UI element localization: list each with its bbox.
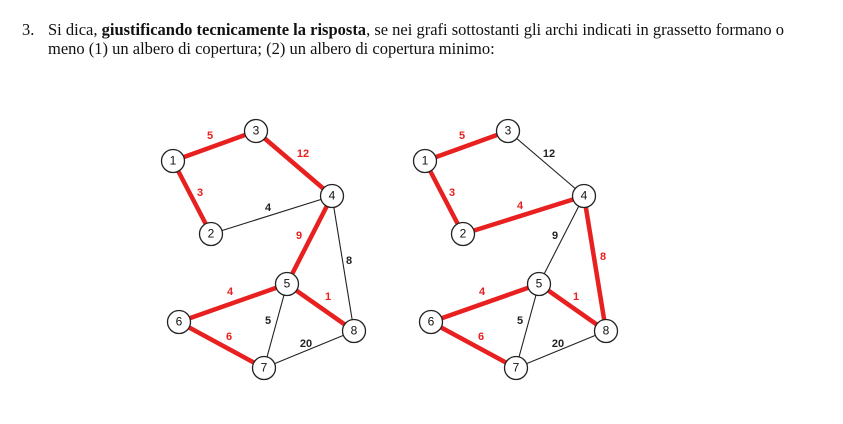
- node-7: 7: [251, 355, 277, 381]
- node-6: 6: [418, 309, 444, 335]
- edge-5-6-bold: [428, 281, 542, 325]
- edge-weight-1-2: 3: [197, 187, 203, 199]
- node-6: 6: [166, 309, 192, 335]
- edge-weight-7-8: 20: [552, 338, 564, 350]
- edge-1-3-bold: [422, 128, 511, 164]
- edge-6-7-bold: [176, 319, 267, 371]
- edge-weight-4-5: 9: [552, 230, 558, 242]
- node-label-6: 6: [428, 315, 435, 329]
- edge-weight-5-8: 1: [325, 291, 331, 303]
- node-1: 1: [412, 148, 438, 174]
- node-1: 1: [160, 148, 186, 174]
- edge-weight-3-4: 12: [297, 148, 309, 160]
- edge-weight-1-3: 5: [207, 130, 213, 142]
- edge-3-4: [507, 130, 585, 197]
- node-label-8: 8: [603, 324, 610, 338]
- question-number: 3.: [22, 20, 35, 39]
- edge-5-8-bold: [284, 281, 357, 334]
- edge-7-8: [263, 330, 355, 369]
- edge-7-8: [515, 330, 607, 369]
- edge-4-5: [538, 195, 585, 285]
- node-label-1: 1: [422, 154, 429, 168]
- node-7: 7: [503, 355, 529, 381]
- edge-2-4-bold: [460, 193, 587, 237]
- edge-5-8-bold: [536, 281, 609, 334]
- edge-weight-2-4: 4: [265, 202, 272, 214]
- node-label-3: 3: [253, 124, 260, 138]
- question-text-bold: giustificando tecnicamente la risposta: [101, 20, 367, 39]
- edge-weight-6-7: 6: [226, 331, 232, 343]
- node-5: 5: [274, 271, 300, 297]
- edge-1-2-bold: [422, 158, 466, 237]
- edge-weight-1-2: 3: [449, 187, 455, 199]
- node-3: 3: [495, 118, 521, 144]
- edge-1-2-bold: [170, 158, 214, 237]
- edge-weight-1-3: 5: [459, 130, 465, 142]
- question-text-part2: , se nei grafi sottostanti gli archi ind…: [48, 20, 784, 58]
- node-3: 3: [243, 118, 269, 144]
- question-text: Si dica, giustificando tecnicamente la r…: [48, 20, 818, 58]
- edge-weight-4-8: 8: [600, 251, 606, 263]
- edge-1-3-bold: [170, 128, 259, 164]
- node-2: 2: [198, 221, 224, 247]
- edge-weight-4-5: 9: [296, 230, 302, 242]
- edge-weight-5-7: 5: [265, 315, 271, 327]
- edge-weight-5-6: 4: [479, 286, 486, 298]
- edge-2-4: [210, 195, 333, 235]
- edge-5-6-bold: [176, 281, 290, 325]
- edge-4-8-bold: [581, 193, 609, 334]
- edge-weight-7-8: 20: [300, 338, 312, 350]
- node-label-8: 8: [351, 324, 358, 338]
- node-label-5: 5: [284, 277, 291, 291]
- edge-weight-5-7: 5: [517, 315, 523, 327]
- node-label-4: 4: [581, 189, 588, 203]
- edge-5-7: [263, 283, 288, 369]
- node-2: 2: [450, 221, 476, 247]
- node-8: 8: [593, 318, 619, 344]
- edge-3-4-bold: [253, 128, 335, 199]
- edge-weight-3-4: 12: [543, 148, 555, 160]
- node-4: 4: [319, 183, 345, 209]
- question-text-part1: Si dica,: [48, 20, 102, 39]
- node-label-2: 2: [460, 227, 467, 241]
- node-label-2: 2: [208, 227, 215, 241]
- edge-5-7: [515, 283, 540, 369]
- node-label-4: 4: [329, 189, 336, 203]
- node-label-7: 7: [513, 361, 520, 375]
- node-5: 5: [526, 271, 552, 297]
- edge-4-5-bold: [284, 193, 335, 287]
- edge-weight-5-6: 4: [227, 286, 234, 298]
- edge-4-8: [331, 195, 355, 332]
- node-label-5: 5: [536, 277, 543, 291]
- node-label-1: 1: [170, 154, 177, 168]
- node-label-6: 6: [176, 315, 183, 329]
- edge-weight-5-8: 1: [573, 291, 579, 303]
- edge-weight-2-4: 4: [517, 200, 524, 212]
- node-4: 4: [571, 183, 597, 209]
- node-label-3: 3: [505, 124, 512, 138]
- edge-6-7-bold: [428, 319, 519, 371]
- edge-weight-6-7: 6: [478, 331, 484, 343]
- edge-weight-4-8: 8: [346, 255, 352, 267]
- node-8: 8: [341, 318, 367, 344]
- node-label-7: 7: [261, 361, 268, 375]
